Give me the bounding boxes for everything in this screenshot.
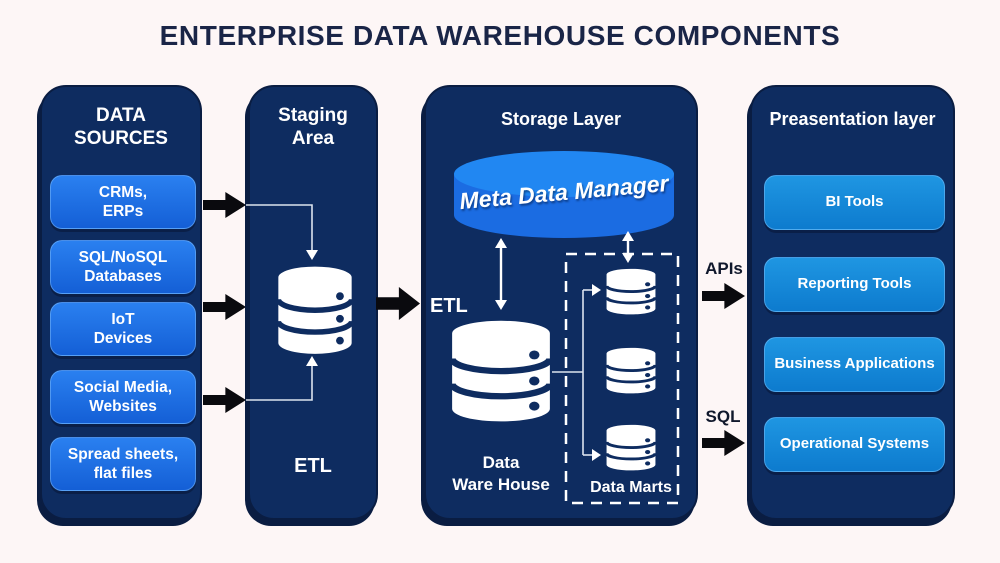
data-mart-database-icon-2 [605, 347, 657, 395]
presentation-item-operational: Operational Systems [764, 417, 945, 472]
presentation-layer-title: Preasentation layer [769, 109, 936, 129]
presentation-item-business-apps: Business Applications [764, 337, 945, 392]
staging-area-panel: Staging Area ETL [248, 85, 378, 520]
meta-data-manager-cylinder-icon [454, 151, 674, 238]
apis-flow-label: APIs [705, 259, 743, 278]
flow-arrow-apis [702, 283, 745, 309]
source-item-iot-devices: IoT Devices [50, 302, 196, 356]
data-warehouse-database-icon [449, 319, 553, 425]
flow-arrow-sql [702, 430, 745, 456]
data-warehouse-label: Data Ware House [452, 453, 550, 495]
source-item-crms-erps: CRMs, ERPs [50, 175, 196, 229]
source-item-spreadsheets: Spread sheets, flat files [50, 437, 196, 491]
page-title: ENTERPRISE DATA WAREHOUSE COMPONENTS [159, 20, 841, 51]
data-sources-panel: DATA SOURCES CRMs, ERPs SQL/NoSQL Databa… [40, 85, 202, 520]
staging-etl-label: ETL [294, 455, 332, 477]
data-sources-title: DATA SOURCES [74, 105, 168, 149]
flow-arrow-sources-staging-top [203, 192, 246, 218]
sql-flow-label: SQL [705, 407, 741, 426]
source-item-sql-nosql: SQL/NoSQL Databases [50, 240, 196, 294]
storage-layer-title: Storage Layer [500, 109, 622, 129]
storage-etl-label: ETL [430, 295, 468, 317]
data-marts-label: Data Marts [590, 479, 672, 496]
source-item-social-media: Social Media, Websites [50, 370, 196, 424]
storage-layer-panel: Storage Layer Meta Data Manager ETL Data… [424, 85, 698, 520]
data-mart-database-icon-1 [605, 268, 657, 316]
flow-arrow-sources-staging-bottom [203, 387, 246, 413]
presentation-layer-panel: Preasentation layer BI Tools Reporting T… [750, 85, 955, 520]
presentation-item-bi-tools: BI Tools [764, 175, 945, 230]
flow-arrow-etl-staging-storage [376, 287, 420, 320]
flow-arrow-sources-staging-middle [203, 294, 246, 320]
database-icon [276, 265, 354, 357]
data-mart-database-icon-3 [605, 424, 657, 472]
staging-area-title: Staging Area [278, 105, 348, 149]
presentation-item-reporting: Reporting Tools [764, 257, 945, 312]
